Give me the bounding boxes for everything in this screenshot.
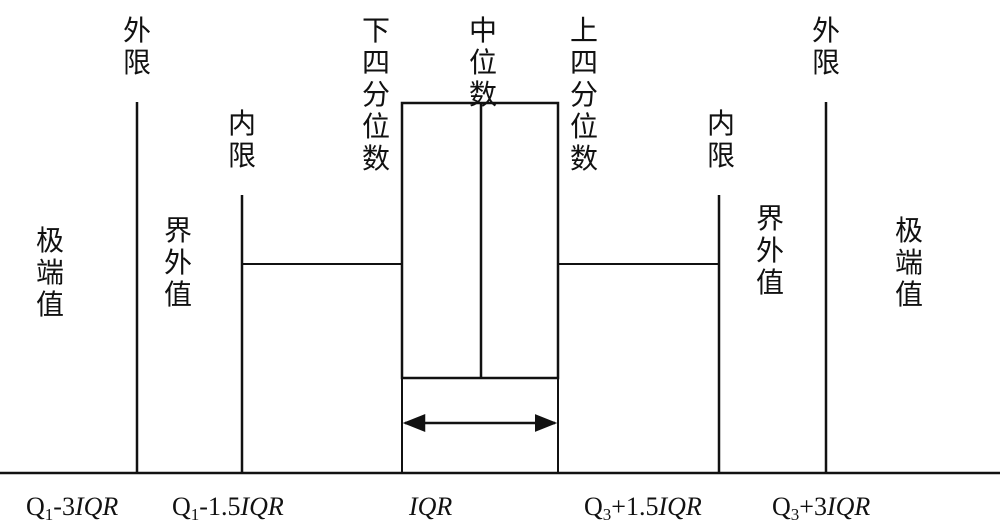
axis-label-iqr: IQR (408, 492, 452, 521)
outer-fence-right-label: 外限 (812, 14, 840, 79)
outer-fence-left-label: 外限 (123, 14, 151, 79)
lower-quartile-label: 下四分位数 (362, 14, 390, 175)
axis-label-q1-minus-3iqr: Q1-3IQR (26, 492, 118, 524)
upper-quartile-label: 上四分位数 (570, 14, 598, 175)
median-label: 中位数 (469, 14, 497, 111)
extreme-value-right-label: 极端值 (895, 214, 923, 311)
extreme-value-left-label: 极端值 (36, 224, 64, 321)
inner-fence-left-label: 内限 (228, 107, 256, 172)
mild-outlier-right-label: 界外值 (756, 202, 784, 299)
inner-fence-right-label: 内限 (707, 107, 735, 172)
axis-label-q3-plus-1-5iqr: Q3+1.5IQR (584, 492, 702, 524)
axis-label-q1-minus-1-5iqr: Q1-1.5IQR (172, 492, 284, 524)
mild-outlier-left-label: 界外值 (164, 214, 192, 311)
axis-label-q3-plus-3iqr: Q3+3IQR (772, 492, 870, 524)
